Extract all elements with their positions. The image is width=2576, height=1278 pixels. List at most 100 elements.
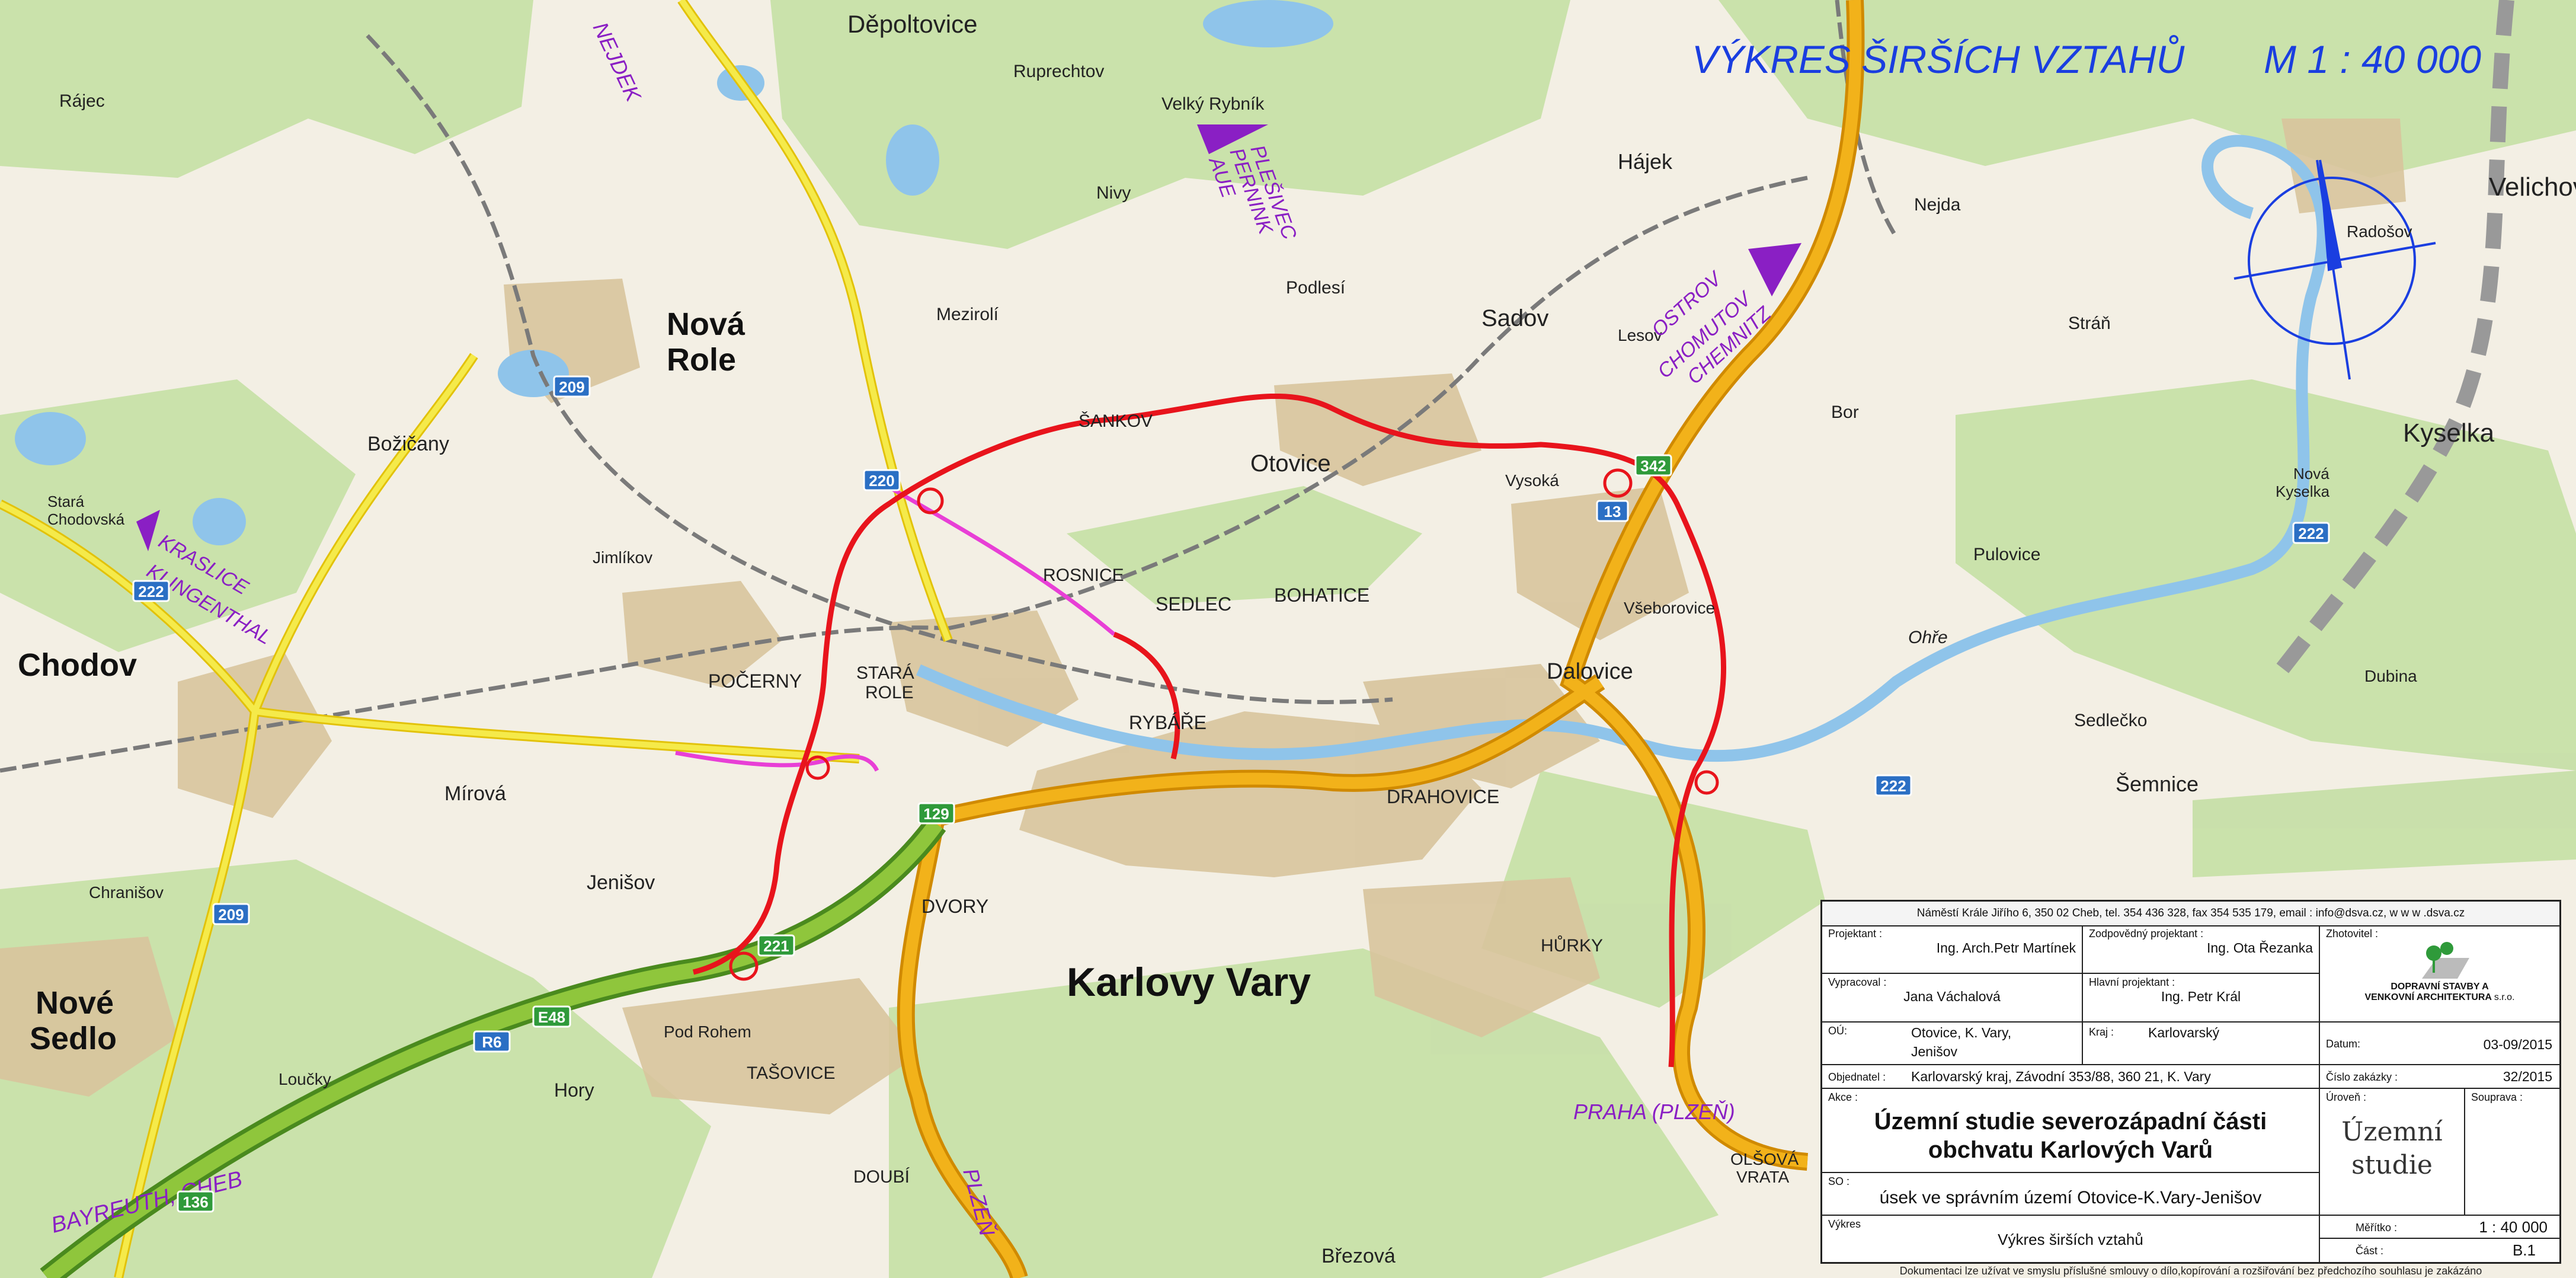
label-bozicany: Božičany	[367, 433, 449, 455]
label-rosnice: ROSNICE	[1043, 565, 1124, 585]
shield-221: 221	[757, 934, 795, 957]
cast-label: Část :	[2356, 1245, 2384, 1257]
label-nova-role-1: Nová	[667, 306, 745, 342]
svg-text:136: 136	[183, 1193, 208, 1211]
ohre-river	[916, 135, 2329, 762]
bypass-route	[692, 394, 1727, 1068]
label-dvory: DVORY	[921, 896, 988, 917]
svg-text:222: 222	[1880, 777, 1906, 795]
cell-souprava: Souprava :	[2465, 1089, 2559, 1216]
label-drahovice: DRAHOVICE	[1387, 786, 1499, 807]
cell-akce: Akce : Územní studie severozápadní části…	[1822, 1089, 2320, 1173]
junction-markers	[729, 468, 1719, 981]
shield-222-east: 222	[2292, 522, 2330, 544]
svg-text:220: 220	[869, 472, 894, 490]
direction-arrow-icons	[136, 124, 1801, 551]
shield-129: 129	[917, 802, 955, 825]
ou-label: OÚ:	[1828, 1025, 1848, 1037]
akce-line-2: obchvatu Karlových Varů	[1928, 1137, 2213, 1163]
label-stara-chodovska-2: Chodovská	[47, 510, 125, 528]
ou-value-1: Otovice, K. Vary,	[1911, 1025, 2012, 1040]
kraj-value: Karlovarský	[2148, 1025, 2220, 1040]
label-pod-rohem: Pod Rohem	[664, 1023, 751, 1041]
svg-text:221: 221	[763, 937, 789, 955]
label-olsova-vrata-2: VRATA	[1736, 1168, 1790, 1186]
souprava-label: Souprava :	[2471, 1091, 2523, 1103]
title-block-header: Náměstí Krále Jiřího 6, 350 02 Cheb, tel…	[1822, 902, 2559, 926]
road-shields: 209 220 222 222 222 209 129 342 13 R6 E4…	[132, 375, 2330, 1213]
water-bodies	[15, 0, 2329, 762]
svg-text:222: 222	[2298, 525, 2324, 542]
label-sankov: ŠANKOV	[1079, 411, 1153, 431]
meritko-value: 1 : 40 000	[2479, 1218, 2548, 1236]
label-semnice: Šemnice	[2116, 772, 2199, 796]
title-block: Náměstí Krále Jiřího 6, 350 02 Cheb, tel…	[1820, 900, 2561, 1264]
shield-e48: E48	[532, 1005, 571, 1028]
label-hory: Hory	[554, 1079, 594, 1101]
label-kyselka: Kyselka	[2403, 418, 2495, 448]
objednatel-label: Objednatel :	[1828, 1071, 1886, 1083]
label-stara-chodovska-1: Stará	[47, 493, 85, 510]
cell-zakazka: Číslo zakázky : 32/2015	[2320, 1065, 2559, 1089]
shield-222-south: 222	[1874, 774, 1912, 797]
label-jimlikov: Jimlíkov	[593, 548, 652, 567]
label-velky-rybnik: Velký Rybník	[1161, 94, 1265, 114]
shield-220: 220	[863, 469, 901, 491]
label-vseborovice: Všeborovice	[1624, 599, 1715, 617]
vykres-value: Výkres širších vztahů	[1998, 1231, 2143, 1248]
so-label: SO :	[1828, 1175, 1850, 1187]
dir-praha: PRAHA (PLZEŇ)	[1573, 1100, 1735, 1124]
label-rybare: RYBÁŘE	[1129, 712, 1207, 733]
vypracoval-label: Vypracoval :	[1828, 976, 1887, 988]
objednatel-value: Karlovarský kraj, Závodní 353/88, 360 21…	[1911, 1069, 2211, 1084]
label-pocerny: POČERNY	[708, 670, 802, 692]
regional-roads-inner	[0, 0, 951, 1278]
company-logo-icon	[2422, 942, 2469, 979]
label-olsova-vrata-1: OLŠOVÁ	[1730, 1150, 1799, 1168]
zakazka-value: 32/2015	[2503, 1069, 2552, 1084]
shield-136: 136	[177, 1190, 215, 1213]
shield-209-north: 209	[553, 375, 591, 398]
label-nova-role-2: Role	[667, 342, 736, 378]
zhotovitel-label: Zhotovitel :	[2326, 928, 2379, 940]
zodp-label: Zodpovědný projektant :	[2089, 928, 2204, 940]
cell-projektant: Projektant : Ing. Arch.Petr Martínek	[1822, 925, 2083, 974]
secondary-route	[675, 750, 879, 772]
north-arrow-icon	[2233, 159, 2436, 380]
vykres-label: Výkres	[1828, 1218, 1861, 1230]
label-nove-sedlo-2: Sedlo	[30, 1021, 117, 1056]
label-radosov: Radošov	[2347, 222, 2412, 241]
svg-text:R6: R6	[482, 1033, 501, 1051]
vypracoval-value: Jana Váchalová	[1903, 989, 2001, 1004]
secondary-route-north	[876, 478, 1116, 636]
shield-222-west: 222	[132, 580, 170, 602]
svg-text:209: 209	[559, 378, 584, 396]
cell-cast: Část : B.1	[2320, 1239, 2559, 1262]
label-brezova: Březová	[1321, 1245, 1396, 1267]
label-nivy: Nivy	[1096, 183, 1131, 203]
svg-text:342: 342	[1640, 457, 1666, 475]
motorway-d6-inner	[900, 0, 1862, 1278]
cell-meritko: Měřítko : 1 : 40 000	[2320, 1216, 2559, 1239]
cell-so: SO : úsek ve správním území Otovice-K.Va…	[1822, 1173, 2320, 1216]
label-stran: Stráň	[2068, 314, 2111, 333]
label-lesov: Lesov	[1618, 326, 1662, 344]
zakazka-label: Číslo zakázky :	[2326, 1071, 2398, 1083]
label-vysoka: Vysoká	[1505, 471, 1559, 490]
expressway-r6-inner	[42, 819, 943, 1278]
label-pulovice: Pulovice	[1973, 545, 2040, 564]
drawing-scale: M 1 : 40 000	[2264, 37, 2481, 81]
shield-209-south: 209	[212, 903, 250, 925]
projektant-label: Projektant :	[1828, 928, 1883, 940]
label-mirova: Mírová	[444, 782, 506, 805]
label-loucky: Loučky	[279, 1070, 331, 1088]
cell-datum: Datum: 03-09/2015	[2320, 1023, 2559, 1065]
border-dash	[2275, 0, 2514, 675]
railways	[0, 0, 1898, 773]
shield-342: 342	[1634, 454, 1672, 477]
svg-text:209: 209	[218, 906, 244, 924]
label-hajek: Hájek	[1618, 149, 1673, 174]
cast-value: B.1	[2512, 1241, 2536, 1259]
company-name-1: DOPRAVNÍ STAVBY A	[2391, 982, 2489, 992]
